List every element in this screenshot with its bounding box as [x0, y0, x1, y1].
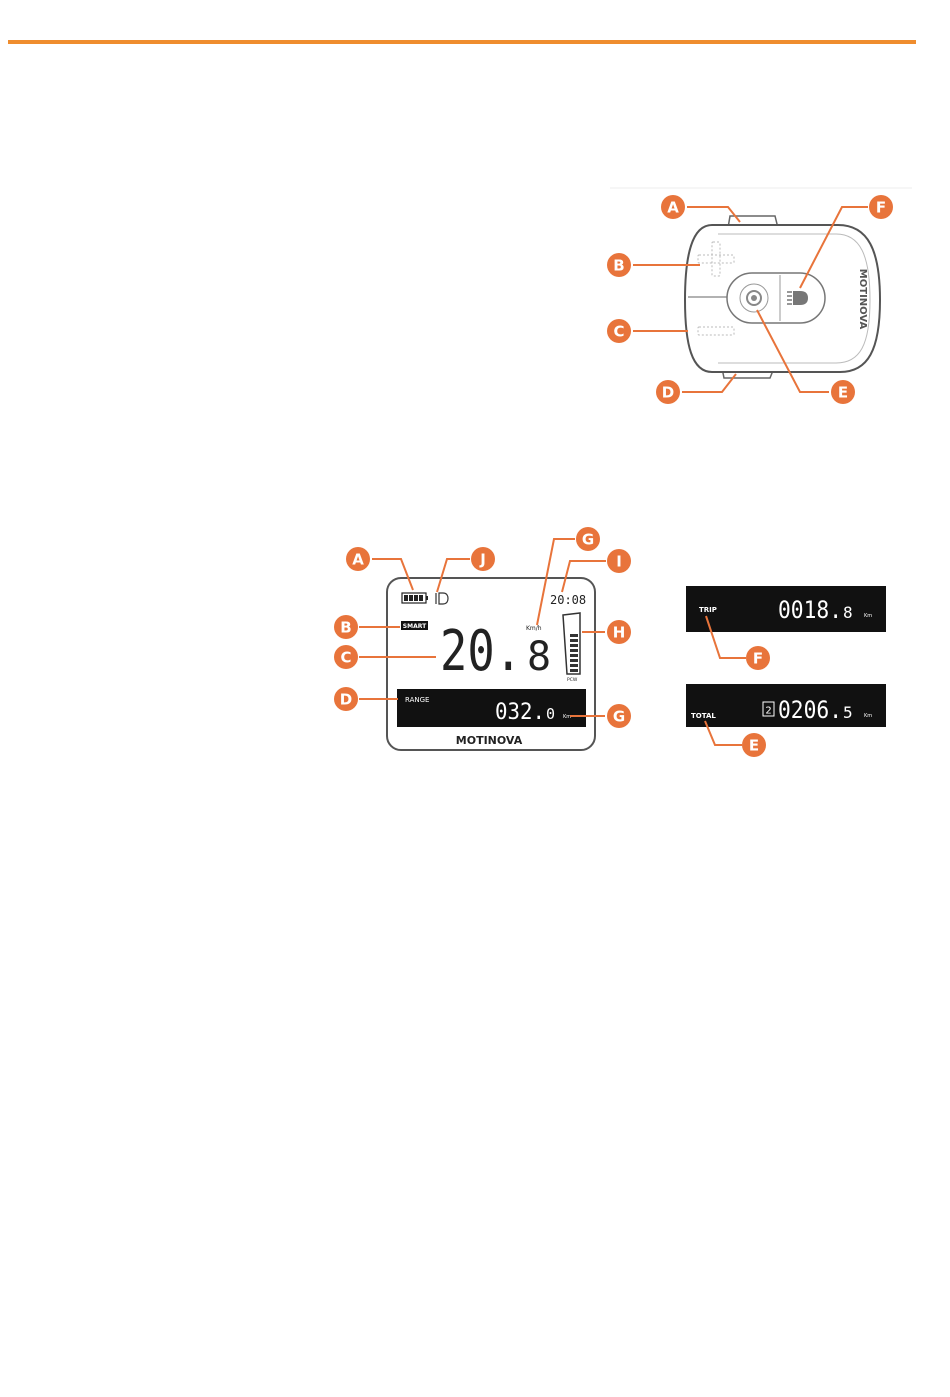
- range-readout-main: 032.: [495, 700, 545, 725]
- clock-readout: 20:08: [550, 593, 586, 607]
- speed-unit: Km/h: [526, 625, 542, 632]
- remote-control: MOTINOVA A B C D E F: [607, 188, 912, 404]
- speed-readout-decimal: 8: [527, 634, 551, 680]
- svg-text:G: G: [582, 531, 594, 549]
- remote-callout-a: A: [661, 195, 685, 219]
- speed-readout-main: 20.: [440, 619, 522, 684]
- svg-text:D: D: [662, 384, 674, 402]
- range-readout-decimal: 0: [546, 705, 555, 723]
- svg-text:F: F: [876, 199, 886, 217]
- remote-callout-e: E: [831, 380, 855, 404]
- display-callout-g-top: G: [576, 527, 600, 551]
- svg-text:B: B: [613, 257, 624, 275]
- svg-text:C: C: [613, 323, 624, 341]
- display-callout-b: B: [334, 615, 358, 639]
- svg-text:A: A: [667, 199, 679, 217]
- range-label: RANGE: [405, 696, 429, 704]
- total-panel: TOTAL 2 0206. 5 Km E: [686, 684, 886, 757]
- trip-callout-f: F: [746, 646, 770, 670]
- remote-callout-b: B: [607, 253, 631, 277]
- total-badge: 2: [765, 706, 771, 717]
- total-readout-decimal: 5: [843, 703, 853, 722]
- remote-brand-label: MOTINOVA: [857, 269, 868, 330]
- display-callout-d: D: [334, 687, 358, 711]
- display-brand-label: MOTINOVA: [456, 734, 523, 747]
- trip-readout-main: 0018.: [778, 596, 842, 624]
- svg-text:E: E: [838, 384, 848, 402]
- svg-text:A: A: [352, 551, 364, 569]
- total-unit: Km: [864, 713, 872, 719]
- svg-text:H: H: [613, 624, 626, 642]
- trip-readout-decimal: 8: [843, 603, 853, 622]
- svg-text:E: E: [749, 737, 759, 755]
- svg-text:I: I: [616, 553, 622, 571]
- trip-panel: TRIP 0018. 8 Km F: [686, 586, 886, 670]
- display-callout-a: A: [346, 547, 370, 571]
- remote-callout-c: C: [607, 319, 631, 343]
- svg-text:D: D: [340, 691, 352, 709]
- display-callout-c: C: [334, 645, 358, 669]
- svg-text:F: F: [753, 650, 763, 668]
- display-callout-j: J: [471, 547, 495, 571]
- total-callout-e: E: [742, 733, 766, 757]
- power-label: PCW: [567, 677, 578, 683]
- mode-badge: SMART: [403, 623, 427, 630]
- total-readout-main: 0206.: [778, 696, 842, 724]
- svg-text:C: C: [340, 649, 351, 667]
- main-display: 20:08 SMART 20. 8 Km/h PCW RANGE 032. 0 …: [334, 527, 631, 750]
- power-icon[interactable]: [740, 284, 768, 312]
- display-callout-g-bottom: G: [607, 704, 631, 728]
- svg-text:G: G: [613, 708, 625, 726]
- display-callout-h: H: [607, 620, 631, 644]
- svg-text:B: B: [340, 619, 351, 637]
- svg-text:J: J: [479, 551, 486, 569]
- display-callout-i: I: [607, 549, 631, 573]
- remote-callout-d: D: [656, 380, 680, 404]
- range-bar: [397, 689, 586, 727]
- remote-callout-f: F: [869, 195, 893, 219]
- trip-label: TRIP: [699, 606, 717, 614]
- total-label: TOTAL: [691, 712, 716, 720]
- trip-unit: Km: [864, 613, 872, 619]
